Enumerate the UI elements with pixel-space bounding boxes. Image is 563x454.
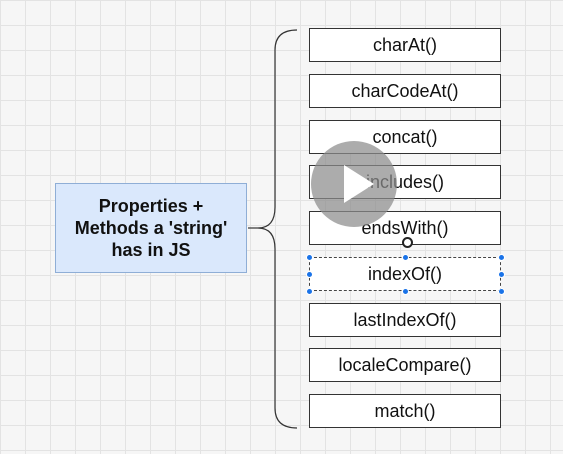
selection-handle[interactable]	[498, 271, 505, 278]
selection-handle[interactable]	[306, 288, 313, 295]
method-node-match[interactable]: match()	[309, 394, 501, 428]
method-node-indexof[interactable]: indexOf()	[309, 257, 501, 291]
play-icon[interactable]	[311, 141, 397, 227]
method-node-charcodeat[interactable]: charCodeAt()	[309, 74, 501, 108]
selection-handle[interactable]	[402, 254, 409, 261]
method-node-localecompare[interactable]: localeCompare()	[309, 348, 501, 382]
cursor-icon	[402, 237, 413, 248]
selection-handle[interactable]	[402, 288, 409, 295]
method-node-concat[interactable]: concat()	[309, 120, 501, 154]
selection-handle[interactable]	[306, 271, 313, 278]
method-node-lastindexof[interactable]: lastIndexOf()	[309, 303, 501, 337]
selection-handle[interactable]	[306, 254, 313, 261]
selection-handle[interactable]	[498, 288, 505, 295]
selection-handle[interactable]	[498, 254, 505, 261]
central-concept-node[interactable]: Properties + Methods a 'string' has in J…	[55, 183, 247, 273]
method-node-charat[interactable]: charAt()	[309, 28, 501, 62]
